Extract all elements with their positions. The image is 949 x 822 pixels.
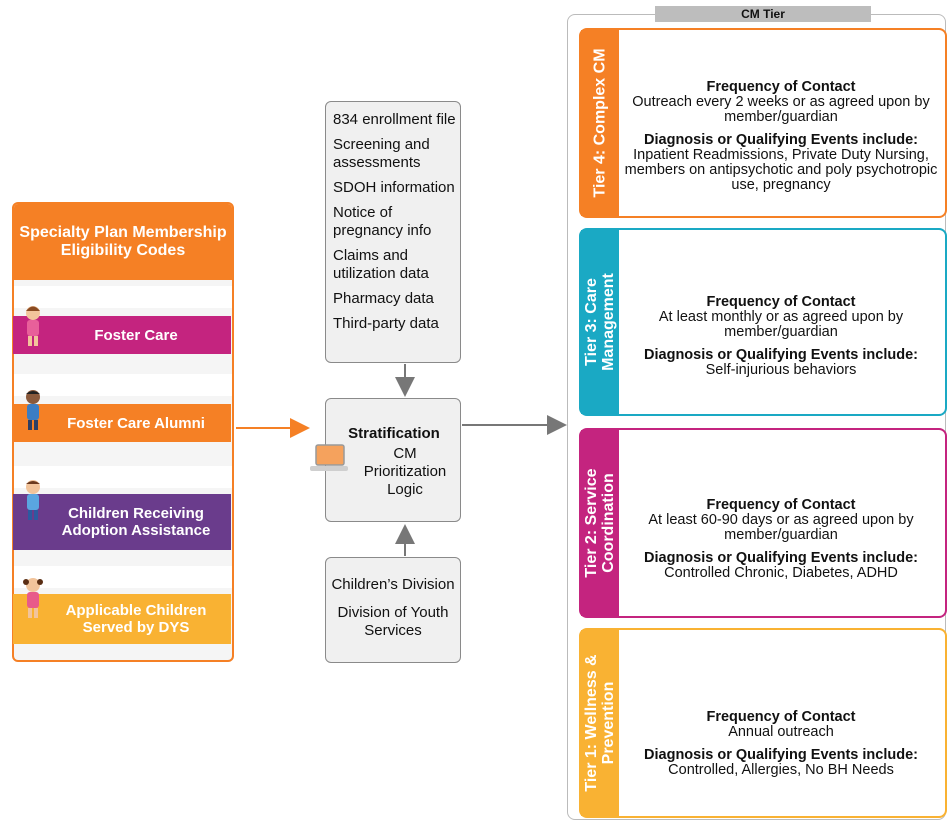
eligibility-item-foster-care-alumni: Foster Care Alumni — [13, 404, 231, 442]
diagnosis-text: Inpatient Readmissions, Private Duty Nur… — [624, 147, 938, 193]
stratification-box: Stratification CM Prioritization Logic — [310, 398, 461, 522]
source-item: Notice of pregnancy info — [333, 204, 432, 239]
frequency-heading: Frequency of Contact — [706, 709, 856, 725]
eligibility-item-label: Foster Care — [94, 326, 178, 344]
diagnosis-heading: Diagnosis or Qualifying Events include: — [644, 132, 918, 148]
spacer-row — [14, 374, 232, 396]
eligibility-title: Specialty Plan Membership Eligibility Co… — [14, 204, 232, 280]
child-icon — [26, 390, 40, 430]
eligibility-item-label: Applicable Children Served by DYS — [65, 602, 207, 636]
stratification-title: Stratification — [348, 425, 440, 442]
tier-1-card: Tier 1: Wellness & Prevention Frequency … — [579, 628, 947, 818]
diagnosis-text: Controlled Chronic, Diabetes, ADHD — [664, 565, 898, 581]
stratification-subtitle: CM Prioritization Logic — [363, 445, 447, 498]
eligibility-item-label: Foster Care Alumni — [67, 414, 205, 432]
tier-3-label: Tier 3: Care Management — [583, 273, 617, 371]
source-item: Screening and assessments — [333, 136, 430, 171]
child-icon — [26, 306, 40, 346]
eligibility-item-foster-care: Foster Care — [13, 316, 231, 354]
tier-4-card: Tier 4: Complex CM Frequency of Contact … — [579, 28, 947, 218]
eligibility-item-label: Children Receiving Adoption Assistance — [61, 505, 211, 539]
eligibility-item-dys: Applicable Children Served by DYS — [13, 594, 231, 644]
frequency-text: At least 60-90 days or as agreed upon by… — [648, 512, 914, 543]
source-item: Claims and utilization data — [333, 247, 429, 282]
tier-2-card: Tier 2: Service Coordination Frequency o… — [579, 428, 947, 618]
diagnosis-text: Self-injurious behaviors — [705, 362, 857, 378]
laptop-icon — [310, 444, 348, 471]
tier-2-label-band: Tier 2: Service Coordination — [581, 430, 619, 616]
frequency-text: At least monthly or as agreed upon by me… — [658, 309, 904, 340]
tier-1-label-band: Tier 1: Wellness & Prevention — [581, 630, 619, 816]
data-sources-box: 834 enrollment file Screening and assess… — [325, 101, 461, 363]
division-item: Division of Youth Services — [337, 604, 449, 639]
tier-2-label: Tier 2: Service Coordination — [583, 468, 617, 578]
tier-3-card: Tier 3: Care Management Frequency of Con… — [579, 228, 947, 416]
division-item: Children’s Division — [331, 576, 455, 593]
tier-3-label-band: Tier 3: Care Management — [581, 230, 619, 414]
diagnosis-heading: Diagnosis or Qualifying Events include: — [644, 347, 918, 363]
spacer-row — [14, 286, 232, 308]
frequency-heading: Frequency of Contact — [706, 294, 856, 310]
tier-4-label: Tier 4: Complex CM — [591, 48, 609, 198]
frequency-text: Annual outreach — [728, 724, 834, 740]
tier-4-details: Frequency of Contact Outreach every 2 we… — [619, 80, 943, 193]
frequency-heading: Frequency of Contact — [706, 497, 856, 513]
diagnosis-heading: Diagnosis or Qualifying Events include: — [644, 550, 918, 566]
eligibility-item-adoption-assistance: Children Receiving Adoption Assistance — [13, 494, 231, 550]
tier-1-label: Tier 1: Wellness & Prevention — [583, 654, 617, 792]
spacer-row — [14, 466, 232, 488]
divisions-box: Children’s Division Division of Youth Se… — [325, 557, 461, 663]
source-item: 834 enrollment file — [333, 111, 456, 128]
frequency-heading: Frequency of Contact — [706, 79, 856, 95]
tier-1-details: Frequency of Contact Annual outreach Dia… — [619, 710, 943, 778]
source-item: Third-party data — [333, 315, 439, 332]
child-icon — [26, 480, 40, 520]
diagnosis-heading: Diagnosis or Qualifying Events include: — [644, 747, 918, 763]
child-icon — [23, 578, 43, 618]
source-item: SDOH information — [333, 179, 455, 196]
frequency-text: Outreach every 2 weeks or as agreed upon… — [632, 94, 930, 125]
source-item: Pharmacy data — [333, 290, 434, 307]
tier-3-details: Frequency of Contact At least monthly or… — [619, 295, 943, 378]
tier-4-label-band: Tier 4: Complex CM — [581, 30, 619, 216]
diagnosis-text: Controlled, Allergies, No BH Needs — [668, 762, 894, 778]
tier-2-details: Frequency of Contact At least 60-90 days… — [619, 498, 943, 581]
tier-header: CM Tier — [655, 6, 871, 22]
eligibility-panel: Specialty Plan Membership Eligibility Co… — [12, 202, 234, 662]
spacer-row — [14, 566, 232, 588]
